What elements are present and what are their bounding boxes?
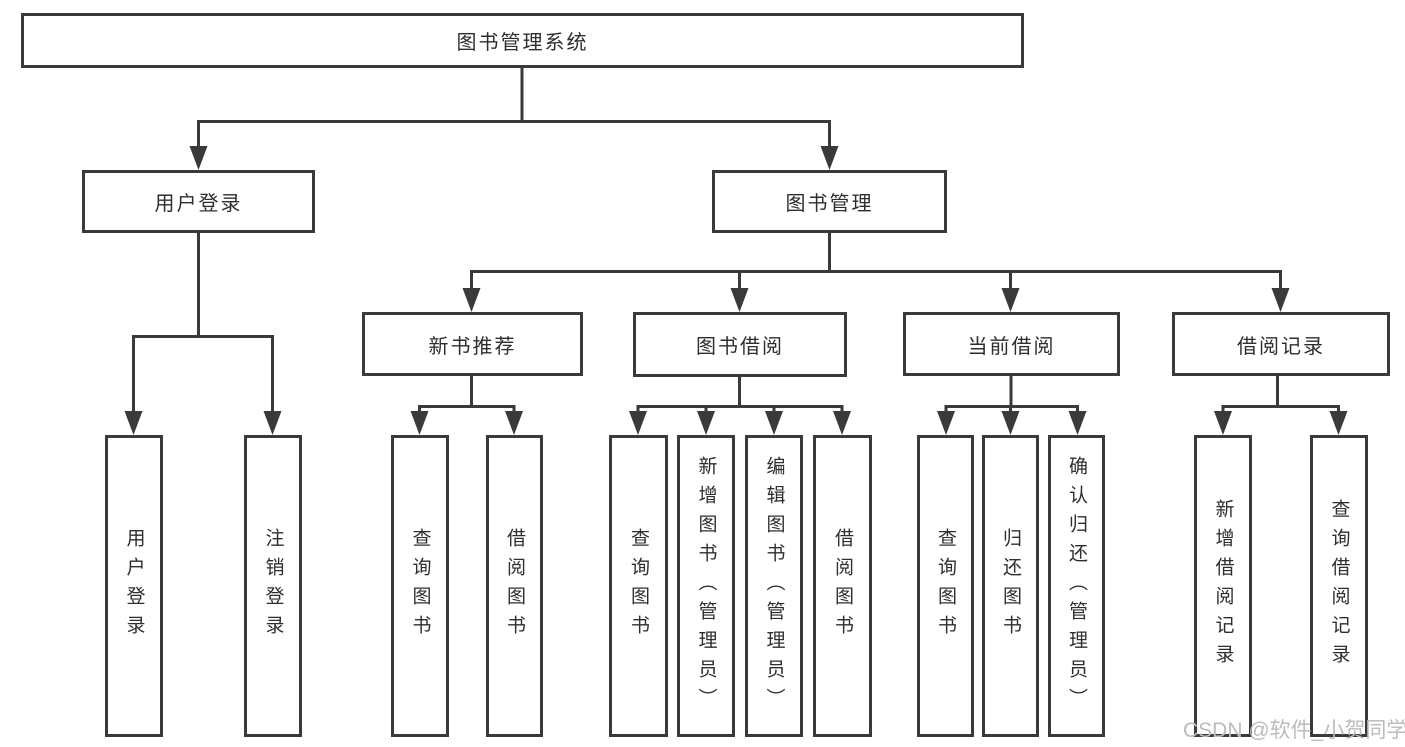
node-label: 用户登录: [154, 193, 243, 215]
node-label: 新增借阅记录: [1212, 499, 1234, 673]
node-new-book-recommend: 新书推荐: [362, 312, 583, 376]
node-borrow-records: 借阅记录: [1172, 312, 1390, 376]
node-library-system: 图书管理系统: [21, 13, 1024, 68]
node-label: 查询图书: [935, 528, 956, 644]
leaf-query-books-current: 查询图书: [917, 435, 974, 737]
node-label: 归还图书: [1000, 528, 1021, 644]
node-label: 当前借阅: [967, 335, 1056, 358]
node-label: 查询借阅记录: [1328, 499, 1350, 673]
node-label: 借阅记录: [1237, 335, 1325, 358]
node-label: 新书推荐: [428, 335, 517, 358]
node-current-borrow: 当前借阅: [903, 312, 1120, 376]
node-label: 查询图书: [628, 528, 649, 644]
node-label: 用户登录: [123, 528, 145, 644]
node-book-management: 图书管理: [712, 170, 947, 233]
node-label: 图书管理系统: [456, 32, 589, 54]
csdn-watermark: CSDN @软件_小贺同学: [1183, 719, 1405, 742]
node-label: 图书管理: [785, 193, 874, 215]
node-label: 借阅图书: [504, 528, 525, 644]
leaf-confirm-return-admin: 确认归还（管理员）: [1048, 435, 1105, 737]
node-label: 新增图书（管理员）: [695, 455, 717, 717]
node-user-login: 用户登录: [82, 170, 315, 233]
leaf-user-login: 用户登录: [105, 435, 163, 737]
node-book-borrow: 图书借阅: [633, 312, 847, 377]
leaf-query-books-recommend: 查询图书: [391, 435, 449, 737]
leaf-logout: 注销登录: [244, 435, 302, 737]
leaf-add-book-admin: 新增图书（管理员）: [677, 435, 735, 737]
leaf-add-borrow-record: 新增借阅记录: [1194, 435, 1252, 737]
leaf-query-books-borrow: 查询图书: [609, 435, 668, 737]
node-label: 图书借阅: [696, 336, 784, 358]
node-label: 借阅图书: [832, 528, 853, 644]
leaf-borrow-books: 借阅图书: [813, 435, 872, 737]
leaf-borrow-books-recommend: 借阅图书: [486, 435, 543, 737]
node-label: 确认归还（管理员）: [1066, 455, 1087, 717]
node-label: 注销登录: [262, 528, 284, 644]
leaf-query-borrow-record: 查询借阅记录: [1310, 435, 1368, 737]
leaf-return-book: 归还图书: [982, 435, 1039, 737]
leaf-edit-book-admin: 编辑图书（管理员）: [745, 435, 803, 737]
node-label: 查询图书: [409, 528, 431, 644]
node-label: 编辑图书（管理员）: [763, 455, 785, 717]
